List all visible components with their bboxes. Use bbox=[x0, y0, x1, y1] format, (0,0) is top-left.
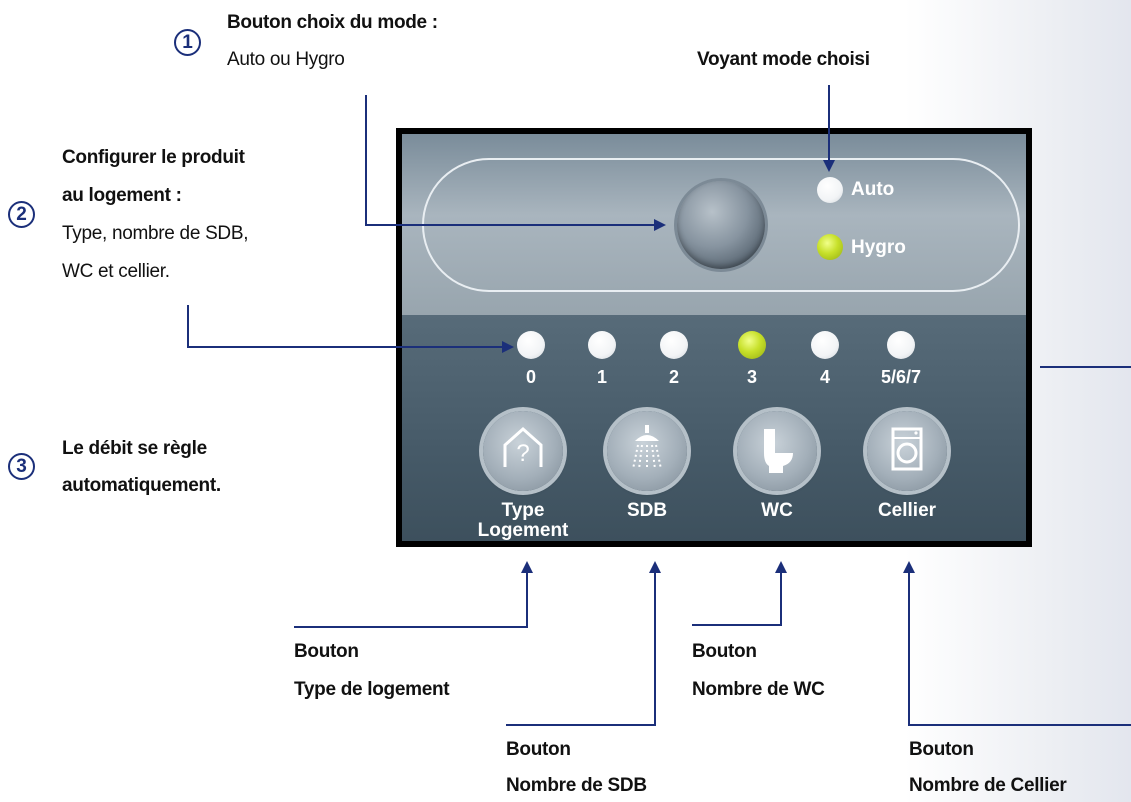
step-1-number: 1 bbox=[174, 29, 201, 56]
index-label-3: 3 bbox=[746, 367, 757, 387]
type-logement-connector bbox=[294, 561, 533, 628]
index-led-5-6-7 bbox=[887, 331, 915, 359]
index-led-4 bbox=[811, 331, 839, 359]
cellier-button[interactable] bbox=[867, 411, 947, 491]
index-led-1 bbox=[588, 331, 616, 359]
callout-type-logement-line2: Type de logement bbox=[294, 679, 450, 700]
index-led-0 bbox=[517, 331, 545, 359]
index-label-0: 0 bbox=[525, 367, 536, 387]
step-1-text: Auto ou Hygro bbox=[227, 49, 345, 70]
toilet-icon bbox=[764, 429, 793, 473]
index-led-2 bbox=[660, 331, 688, 359]
mode-select-button[interactable] bbox=[677, 181, 765, 269]
sdb-label: SDB bbox=[626, 500, 668, 521]
step-2-title-line1: Configurer le produit bbox=[62, 147, 245, 168]
type-logement-label-line1: Type bbox=[501, 500, 545, 521]
config-connector bbox=[187, 305, 514, 353]
callout-sdb-line2: Nombre de SDB bbox=[506, 775, 647, 796]
hygro-led bbox=[817, 234, 843, 260]
sdb-button[interactable] bbox=[607, 411, 687, 491]
wc-button[interactable] bbox=[737, 411, 817, 491]
step-1-title: Bouton choix du mode : bbox=[227, 12, 438, 33]
cellier-label: Cellier bbox=[877, 500, 937, 521]
index-label-5-6-7: 5/6/7 bbox=[880, 367, 922, 387]
control-panel: Auto Hygro 0 1 2 3 4 5/6/7 ? bbox=[396, 128, 1032, 547]
index-label-2: 2 bbox=[668, 367, 679, 387]
washing-machine-icon bbox=[891, 427, 923, 471]
type-logement-button[interactable]: ? bbox=[483, 411, 563, 491]
wc-label: WC bbox=[761, 500, 793, 521]
shower-icon bbox=[632, 425, 662, 470]
step-2-title-line2: au logement : bbox=[62, 185, 182, 206]
step-2-number: 2 bbox=[8, 201, 35, 228]
house-question-icon: ? bbox=[503, 426, 543, 467]
callout-cellier-line1: Bouton bbox=[909, 739, 974, 760]
callout-sdb-line1: Bouton bbox=[506, 739, 571, 760]
config-section: 0 1 2 3 4 5/6/7 ? bbox=[402, 315, 1026, 541]
step-3-number: 3 bbox=[8, 453, 35, 480]
type-logement-label-line2: Logement bbox=[477, 520, 569, 541]
auto-label: Auto bbox=[851, 179, 895, 200]
svg-text:?: ? bbox=[516, 440, 529, 467]
hygro-label: Hygro bbox=[851, 237, 906, 258]
callout-wc-line1: Bouton bbox=[692, 641, 757, 662]
sdb-connector bbox=[506, 561, 661, 726]
index-label-1: 1 bbox=[596, 367, 607, 387]
callout-type-logement-line1: Bouton bbox=[294, 641, 359, 662]
step-3-line2: automatiquement. bbox=[62, 475, 221, 496]
index-label-4: 4 bbox=[819, 367, 830, 387]
index-led-3 bbox=[738, 331, 766, 359]
auto-led bbox=[817, 177, 843, 203]
voyant-label: Voyant mode choisi bbox=[697, 49, 870, 70]
type-logement-label: Type Logement bbox=[463, 501, 583, 541]
callout-cellier-line2: Nombre de Cellier bbox=[909, 775, 1067, 796]
step-2-text-line1: Type, nombre de SDB, bbox=[62, 223, 249, 244]
step-2-text-line2: WC et cellier. bbox=[62, 261, 170, 282]
cellier-connector bbox=[903, 561, 1131, 726]
wc-connector bbox=[692, 561, 787, 626]
callout-wc-line2: Nombre de WC bbox=[692, 679, 825, 700]
step-3-line1: Le débit se règle bbox=[62, 438, 207, 459]
mode-button-connector bbox=[365, 95, 666, 231]
